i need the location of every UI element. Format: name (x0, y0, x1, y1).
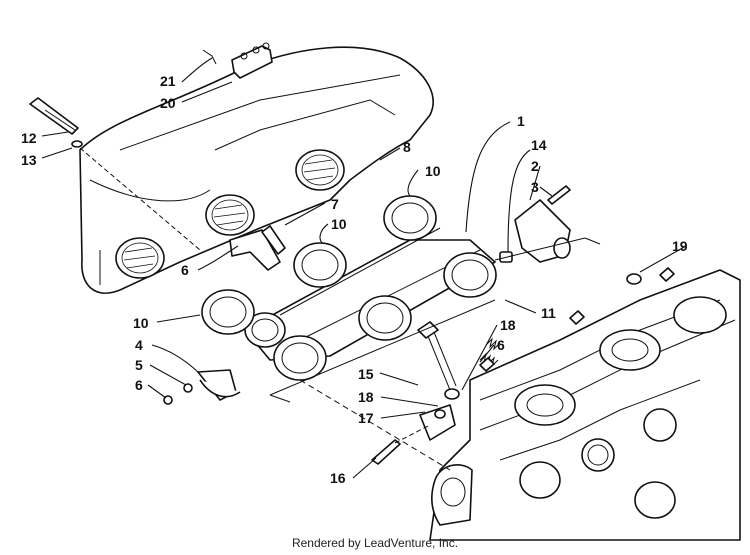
callout-9: 8 (403, 139, 411, 155)
callout-15: 15 (358, 366, 374, 382)
callout-20: 20 (160, 95, 176, 111)
footer-credit: Rendered by LeadVenture, Inc. (291, 536, 459, 550)
callout-6-left: 6 (135, 377, 143, 393)
callout-21: 21 (160, 73, 176, 89)
leader-lines (41, 57, 687, 479)
callout-7: 6 (181, 262, 189, 278)
airbox-part (79, 46, 434, 294)
callout-labels: 21 20 12 13 8 10 7 10 6 1 14 2 3 19 11 1… (21, 73, 688, 486)
callout-16: 16 (330, 470, 346, 486)
support-bracket-part (229, 225, 286, 271)
bolt-part (29, 97, 79, 135)
callout-3: 3 (531, 179, 539, 195)
callout-14: 14 (531, 137, 547, 153)
callout-2: 2 (531, 158, 539, 174)
engine-block-part (429, 267, 741, 541)
gasket-part (201, 195, 437, 335)
clip-part (202, 49, 217, 65)
callout-10-top: 10 (425, 163, 441, 179)
callout-11: 11 (541, 305, 556, 321)
washer-part (71, 140, 83, 148)
manifold-part (244, 227, 497, 381)
callout-5: 5 (135, 357, 143, 373)
callout-12: 12 (21, 130, 37, 146)
assembly-guides (269, 237, 601, 471)
callout-10-low: 10 (133, 315, 149, 331)
linkage-part (371, 321, 460, 465)
callout-1: 1 (517, 113, 525, 129)
callout-10-mid: 10 (331, 216, 347, 232)
bracket-part (231, 42, 273, 79)
lever-part (163, 369, 241, 405)
callout-18-low: 18 (358, 389, 374, 405)
callout-18-top: 18 (500, 317, 516, 333)
callout-4: 4 (135, 337, 143, 353)
assembly-line (79, 147, 201, 251)
callout-13: 13 (21, 152, 37, 168)
callout-19: 19 (672, 238, 688, 254)
callout-17: 17 (358, 410, 374, 426)
callout-6-right: 6 (497, 337, 505, 353)
nut-part (626, 273, 642, 285)
callout-8: 7 (331, 196, 339, 212)
